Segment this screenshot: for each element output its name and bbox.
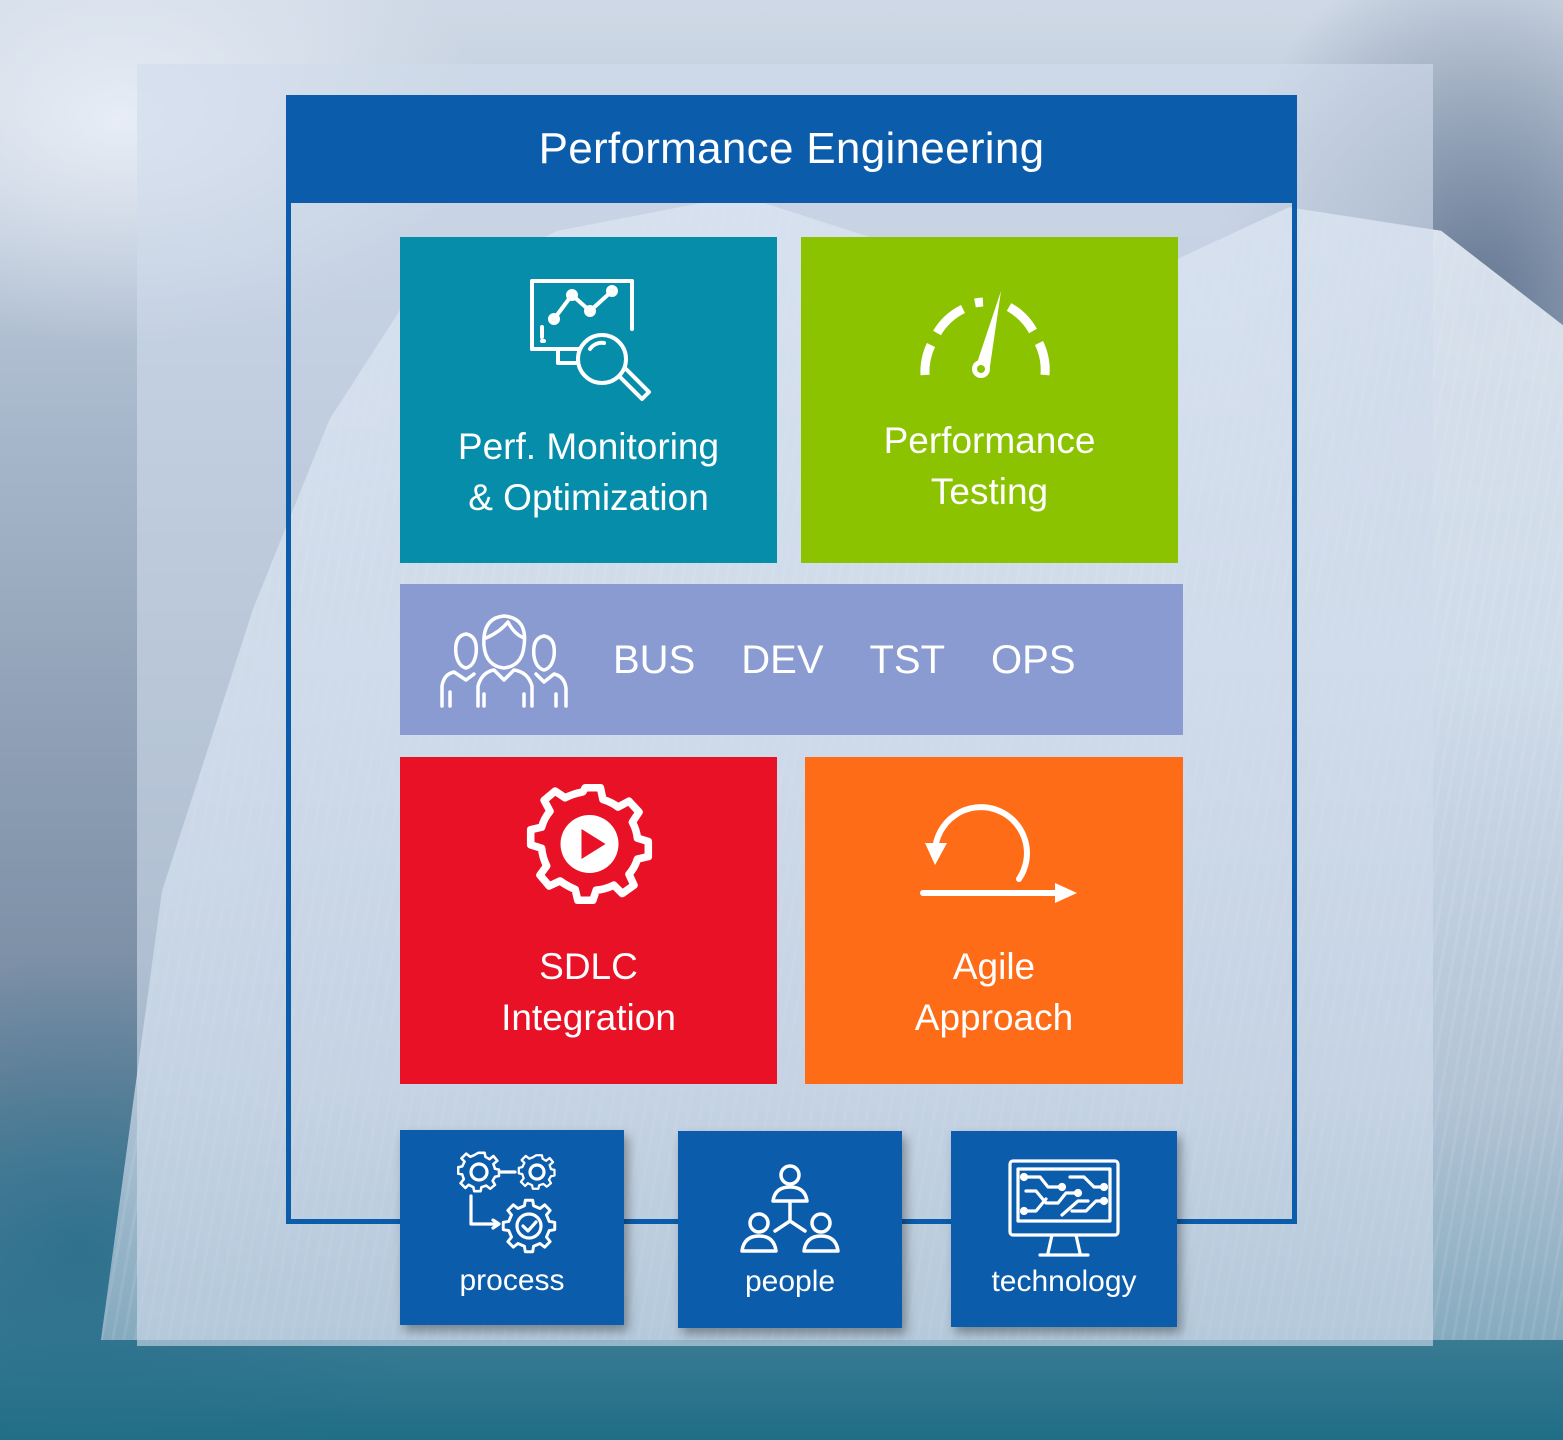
tile-testing: Performance Testing	[801, 237, 1178, 563]
speedometer-icon	[920, 291, 1050, 378]
loop-arrow-icon	[920, 804, 1077, 903]
tile-sdlc: SDLC Integration	[400, 757, 777, 1084]
pillar-people-label: people	[744, 1265, 836, 1298]
pillar-people: people	[678, 1131, 902, 1328]
tile-testing-line1: Performance	[883, 420, 1096, 461]
team-label-ops: OPS	[991, 638, 1076, 682]
tile-sdlc-line2: Integration	[501, 997, 676, 1038]
pillar-tech: technology	[951, 1131, 1177, 1327]
monitor-magnifier-icon	[530, 279, 651, 401]
pillar-technology-label: technology	[991, 1265, 1137, 1298]
tile-agile-line2: Approach	[914, 997, 1074, 1038]
pillar-process-label: process	[459, 1264, 565, 1297]
tile-monitoring-line2: & Optimization	[468, 477, 709, 518]
tile-monitoring: Perf. Monitoring & Optimization	[400, 237, 777, 563]
tile-agile: Agile Approach	[805, 757, 1183, 1084]
process-gears-icon	[457, 1151, 557, 1254]
frame-header: Performance Engineering	[286, 95, 1297, 203]
tile-agile-line1: Agile	[952, 946, 1036, 987]
circuit-monitor-icon	[1008, 1159, 1120, 1257]
team-label-bus: BUS	[613, 638, 696, 682]
team-label-dev: DEV	[741, 638, 824, 682]
gear-play-icon	[526, 783, 653, 905]
tile-monitoring-line1: Perf. Monitoring	[457, 426, 720, 467]
diagram-title: Performance Engineering	[538, 124, 1045, 173]
pillar-process: process	[400, 1130, 624, 1325]
tile-sdlc-line1: SDLC	[539, 946, 638, 987]
team-label-tst: TST	[869, 638, 946, 682]
teams-strip: BUS DEV TST OPS	[400, 584, 1183, 735]
people-hierarchy-icon	[740, 1164, 840, 1253]
team-icon	[440, 614, 568, 708]
tile-testing-line2: Testing	[930, 471, 1049, 512]
